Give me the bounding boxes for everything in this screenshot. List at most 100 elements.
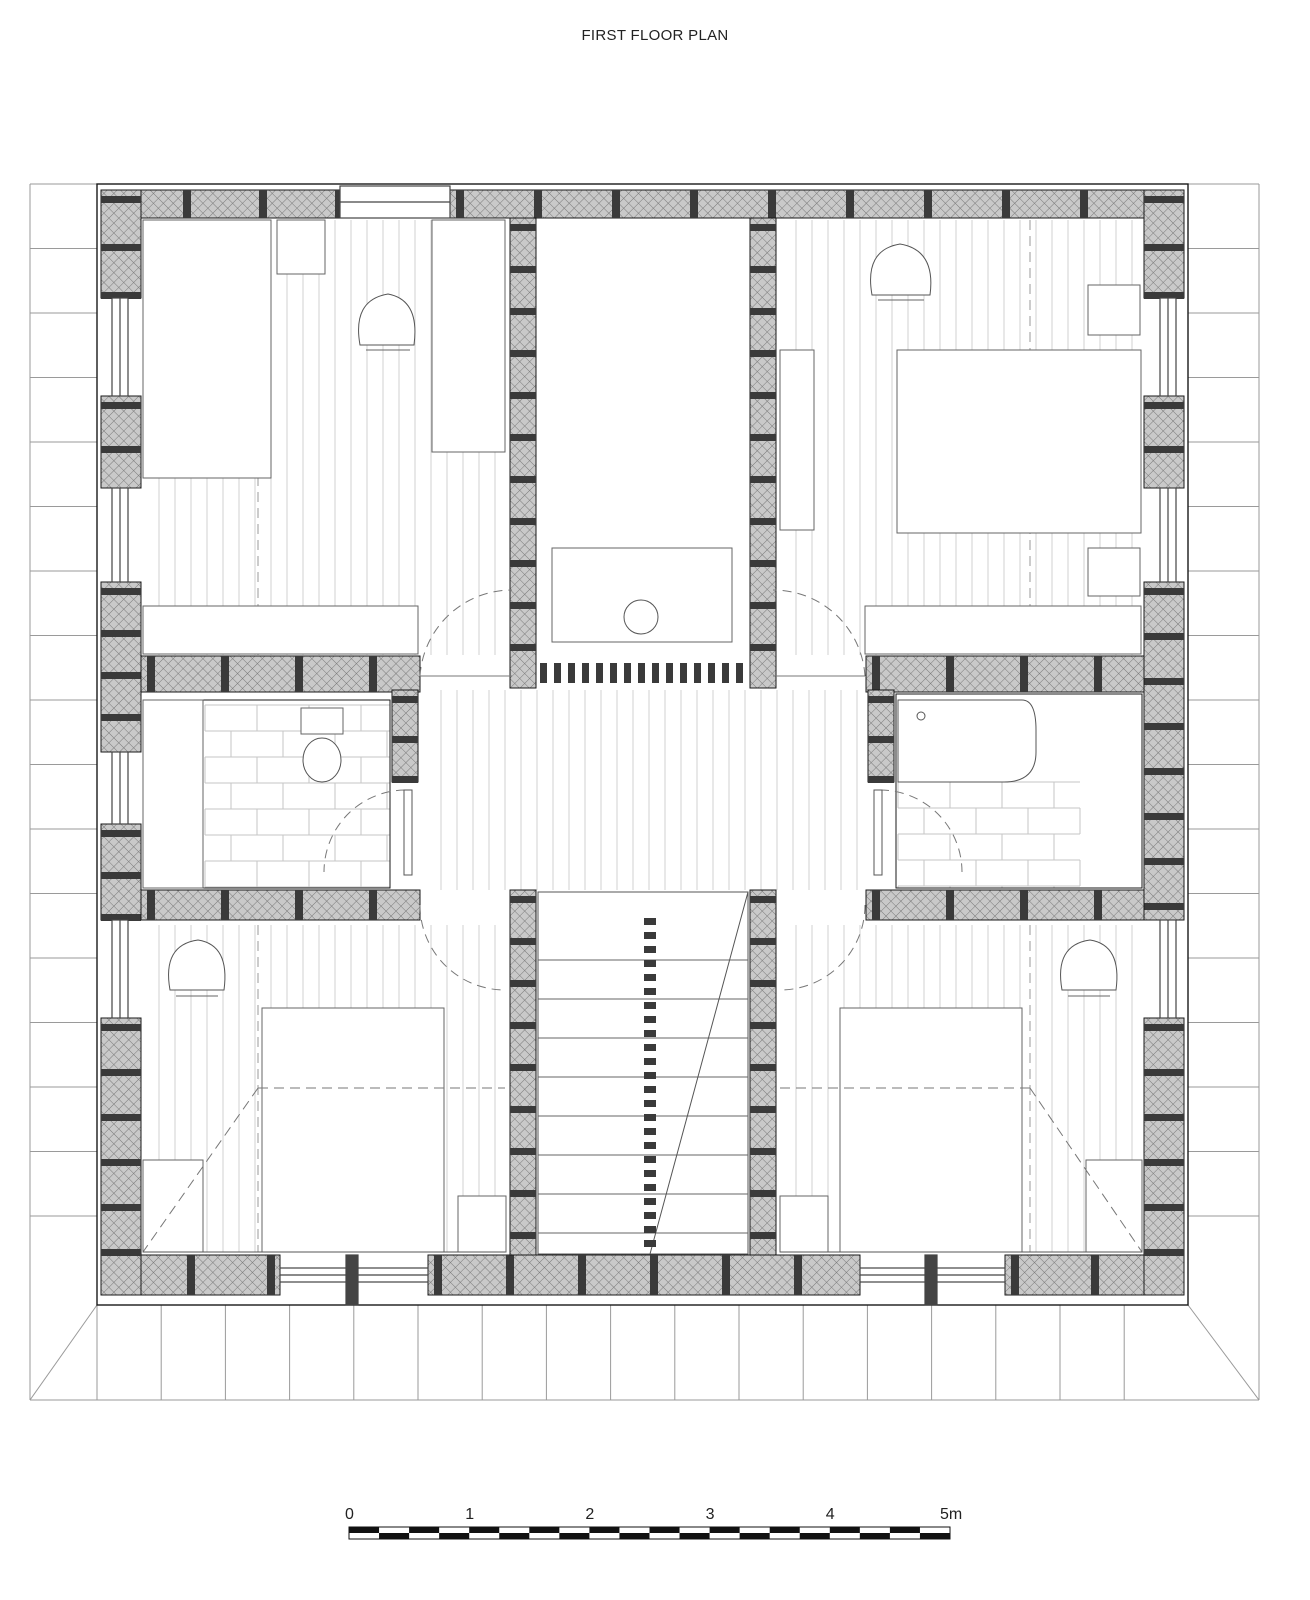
chair bbox=[358, 293, 416, 346]
wall-post bbox=[750, 560, 776, 567]
wall-post bbox=[768, 190, 776, 218]
windows bbox=[111, 185, 1177, 1306]
wall-post bbox=[510, 266, 536, 273]
wall-post bbox=[295, 656, 303, 692]
wall-post bbox=[750, 518, 776, 525]
wall-post bbox=[510, 350, 536, 357]
wall-post bbox=[101, 196, 141, 203]
outer-wall-outline bbox=[96, 183, 1189, 1306]
wall-post bbox=[750, 1106, 776, 1113]
scale-bar-segment bbox=[859, 1533, 890, 1539]
toilet bbox=[302, 737, 342, 783]
stool bbox=[623, 599, 659, 635]
wall-post bbox=[750, 1190, 776, 1197]
corridor-threshold-post bbox=[652, 663, 659, 683]
wall-post bbox=[101, 1069, 141, 1076]
shelf bbox=[864, 605, 1142, 655]
stair-rail-post bbox=[644, 1086, 656, 1093]
wall-post bbox=[794, 1255, 802, 1295]
wall-post bbox=[946, 890, 954, 920]
wall-post bbox=[510, 434, 536, 441]
wall-post bbox=[750, 392, 776, 399]
wall-post bbox=[1020, 890, 1028, 920]
corridor-threshold-post bbox=[666, 663, 673, 683]
wall-post bbox=[750, 1022, 776, 1029]
wall-post bbox=[510, 308, 536, 315]
scale-bar-segment bbox=[379, 1533, 410, 1539]
wall-post bbox=[335, 190, 343, 218]
wall-post bbox=[924, 190, 932, 218]
furniture bbox=[142, 219, 1143, 1253]
scale-bar-segment bbox=[349, 1527, 380, 1533]
wall-post bbox=[101, 244, 141, 251]
stair-rail-post bbox=[644, 932, 656, 939]
wall-segment bbox=[140, 889, 421, 921]
wall-post bbox=[750, 1148, 776, 1155]
scale-bar-segment bbox=[469, 1527, 500, 1533]
wall-segment bbox=[509, 217, 537, 689]
wall-post bbox=[578, 1255, 586, 1295]
wall-post bbox=[369, 890, 377, 920]
shelf bbox=[1085, 1159, 1143, 1253]
wall-segment bbox=[1143, 1017, 1185, 1296]
shelf bbox=[142, 1159, 204, 1253]
stair-rail-post bbox=[644, 988, 656, 995]
wall-post bbox=[868, 736, 894, 743]
wall-post bbox=[1144, 588, 1184, 595]
wall-post bbox=[101, 1024, 141, 1031]
corridor-threshold-post bbox=[568, 663, 575, 683]
bed bbox=[142, 219, 272, 479]
wall-post bbox=[872, 890, 880, 920]
wall-post bbox=[101, 914, 141, 921]
stair-rail-post bbox=[644, 1030, 656, 1037]
wall-post bbox=[1144, 678, 1184, 685]
wall-post bbox=[183, 190, 191, 218]
door-swing bbox=[419, 589, 513, 677]
bench bbox=[779, 349, 815, 531]
wall-post bbox=[101, 672, 141, 679]
scale-bar-segment bbox=[889, 1527, 920, 1533]
wall-post bbox=[1144, 1159, 1184, 1166]
scale-bar-label: 1 bbox=[465, 1506, 474, 1523]
wall-post bbox=[1020, 656, 1028, 692]
stair-rail-post bbox=[644, 1114, 656, 1121]
wall-post bbox=[510, 560, 536, 567]
corridor-threshold-post bbox=[708, 663, 715, 683]
stair-rail-post bbox=[644, 1142, 656, 1149]
bed bbox=[839, 1007, 1023, 1253]
door-leaf bbox=[873, 789, 883, 876]
wall-segment bbox=[449, 189, 1185, 219]
wall-post bbox=[1144, 244, 1184, 251]
wall-post bbox=[221, 656, 229, 692]
wall-post bbox=[750, 224, 776, 231]
wall-post bbox=[1144, 1114, 1184, 1121]
corridor-threshold-post bbox=[680, 663, 687, 683]
nightstand bbox=[1087, 284, 1141, 336]
wall-post bbox=[506, 1255, 514, 1295]
wall-post bbox=[750, 476, 776, 483]
scale-bar-label: 3 bbox=[706, 1506, 715, 1523]
scale-bar-segment bbox=[829, 1527, 860, 1533]
chair bbox=[870, 243, 932, 296]
wall-post bbox=[510, 602, 536, 609]
stair-rail-post bbox=[644, 1212, 656, 1219]
wall-post bbox=[750, 1232, 776, 1239]
stair-rail-post bbox=[644, 1170, 656, 1177]
scale-bar-segment bbox=[799, 1533, 830, 1539]
wall-post bbox=[510, 392, 536, 399]
staircase bbox=[537, 891, 749, 1255]
scale-bar-segment bbox=[439, 1533, 470, 1539]
wall-post bbox=[1002, 190, 1010, 218]
wall-post bbox=[510, 1064, 536, 1071]
stair-rail-post bbox=[644, 1002, 656, 1009]
wall-post bbox=[101, 872, 141, 879]
wall-post bbox=[1011, 1255, 1019, 1295]
plan-title: FIRST FLOOR PLAN bbox=[581, 27, 729, 44]
wall-post bbox=[872, 656, 880, 692]
stair-rail-post bbox=[644, 1058, 656, 1065]
wall-post bbox=[690, 190, 698, 218]
wall-post bbox=[434, 1255, 442, 1295]
corridor-threshold-post bbox=[582, 663, 589, 683]
wall-post bbox=[750, 434, 776, 441]
